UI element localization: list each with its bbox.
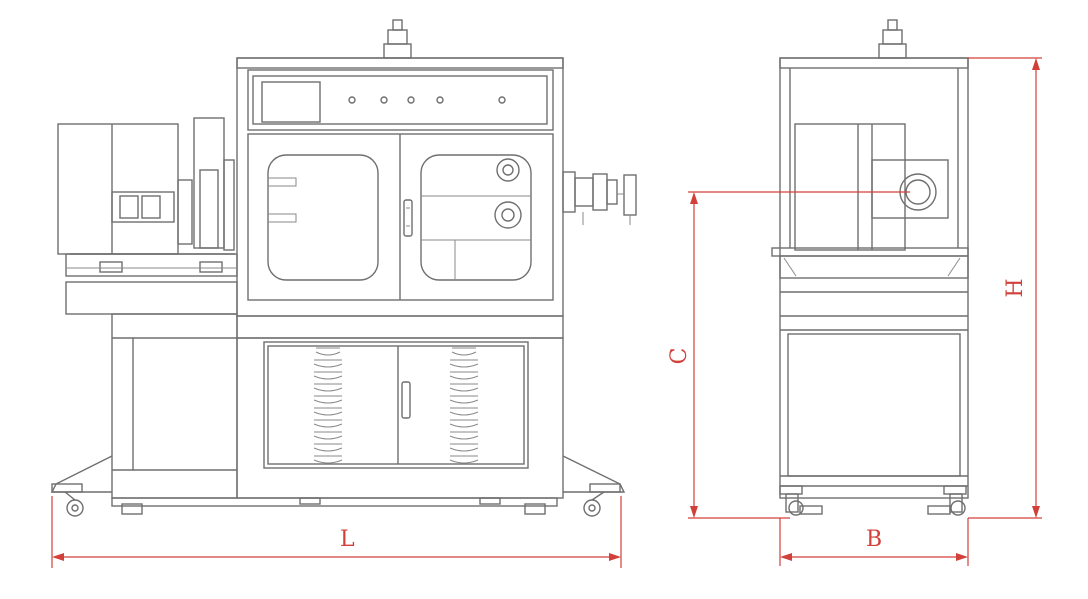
indicator-light [407,96,415,104]
dimension-width: B [779,518,969,566]
center-height-label: C [667,348,692,365]
base-plinth [111,497,558,507]
lower-cabinet [236,337,564,499]
indicator-light [436,96,444,104]
right-viewing-window [420,154,532,281]
side-view: C H B [667,19,1042,566]
side-fitting [562,171,576,213]
louver-right [449,347,479,464]
side-caster-left [779,485,823,516]
left-viewing-window [267,154,379,281]
top-connector-side [878,19,907,59]
top-connector [383,19,412,59]
indicator-light [380,96,388,104]
control-panel [247,69,554,131]
middle-shelf [236,315,564,339]
dimension-length: L [51,496,622,568]
louver-left [313,347,343,464]
side-pump-box [794,123,949,251]
upper-cabinet [236,57,637,317]
caster-right [583,483,621,517]
leveling-foot [524,503,546,515]
door-handle [403,199,413,237]
length-label: L [340,527,355,552]
height-label: H [1003,278,1028,297]
caster-left [51,483,84,517]
vacuum-pump [57,117,238,277]
leveling-foot [121,503,143,515]
glove-port [494,201,522,229]
display-screen [261,81,321,123]
dimension-center-height: C [667,191,910,519]
left-side-stand [50,281,626,499]
width-label: B [866,527,882,552]
side-lower-panel [787,333,961,477]
indicator-light [498,96,506,104]
front-view: L [50,19,637,568]
indicator-light [348,96,356,104]
glove-port [496,158,520,182]
door-handle [401,381,411,419]
side-caster-right [927,485,967,516]
top-slab [236,57,564,69]
side-top-slab [779,57,969,69]
dimension-height: H [968,57,1042,519]
